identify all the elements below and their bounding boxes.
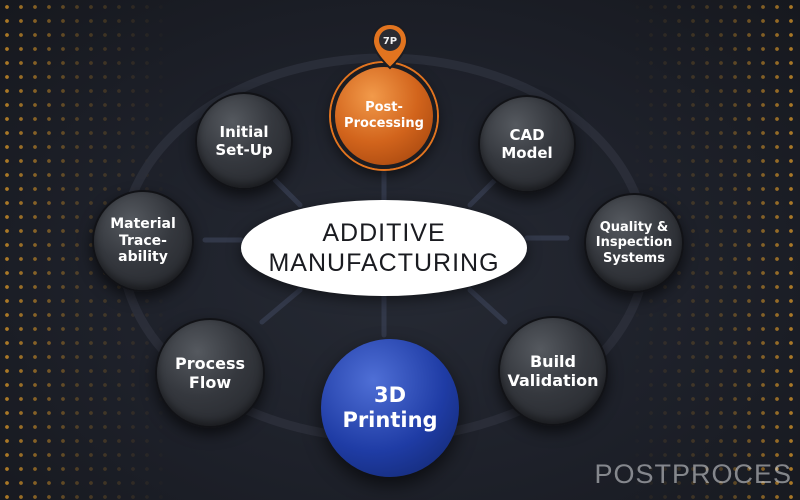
spoke-line: [467, 287, 508, 325]
center-title-line2: MANUFACTURING: [268, 249, 500, 277]
spoke-line: [272, 177, 303, 208]
node-post-processing: Post-Processing: [331, 63, 437, 169]
watermark-text: POSTPROCES: [594, 459, 792, 489]
center-title-line1: ADDITIVE: [322, 219, 446, 247]
spoke-line: [259, 287, 303, 325]
center-oval: ADDITIVE MANUFACTURING: [241, 200, 527, 296]
svg-text:7P: 7P: [383, 36, 397, 47]
spoke-line: [467, 177, 498, 208]
node-post-processing-label: Post-Processing: [344, 100, 424, 131]
postprocess-logo-pin-icon: 7P: [371, 22, 409, 70]
